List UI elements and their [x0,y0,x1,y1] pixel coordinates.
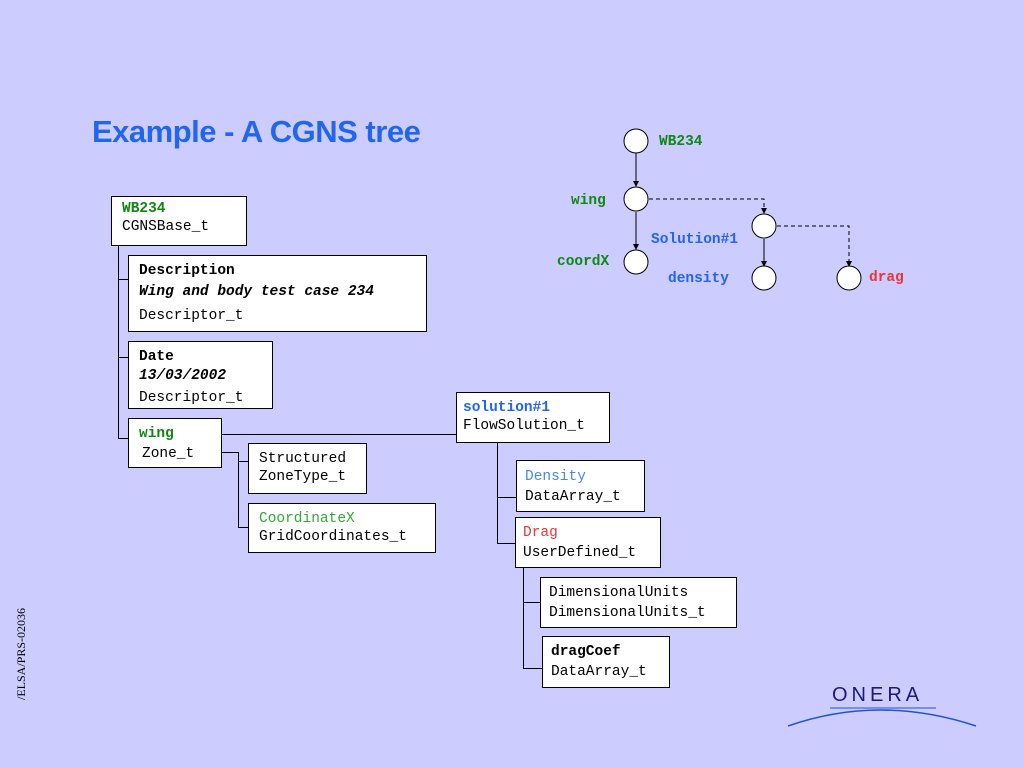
edge-solution-drag [777,225,852,267]
node-density[interactable]: Density DataArray_t [516,460,645,512]
node-value: 13/03/2002 [139,368,227,384]
connector-drag [497,543,515,544]
graph-node-root [623,128,649,154]
connector-base-children [118,258,119,438]
node-dragcoef[interactable]: dragCoef DataArray_t [542,636,670,688]
onera-logo: ONERA [832,684,924,706]
node-type: ZoneType_t [259,469,347,485]
graph-label-root: WB234 [659,134,703,150]
node-type: FlowSolution_t [463,418,585,434]
connector-density [497,497,516,498]
node-type: UserDefined_t [523,545,637,561]
node-date[interactable]: Date 13/03/2002 Descriptor_t [128,341,273,409]
node-name: dragCoef [551,644,621,660]
graph-label-solution: Solution#1 [651,232,739,248]
connector-dimunits [523,602,540,603]
node-description[interactable]: Description Wing and body test case 234 … [128,255,427,332]
node-name: wing [139,426,174,442]
connector-zone-to-children [222,452,238,453]
node-name: Structured [259,451,347,467]
node-type: Descriptor_t [139,308,244,324]
node-name: Description [139,263,235,279]
connector-coords [238,527,248,528]
connector-drag-children [523,568,524,669]
connector-date [118,357,128,358]
node-name: Density [525,469,586,485]
node-base[interactable]: WB234 CGNSBase_t [111,196,247,246]
node-type: CGNSBase_t [122,219,210,235]
connector-description [118,279,128,280]
connector-dragcoef [523,668,542,669]
node-name: solution#1 [463,400,551,416]
graph-node-solution [751,213,777,239]
node-name: Date [139,349,174,365]
graph-label-drag: drag [869,270,904,286]
edge-wing-solution [649,198,767,214]
node-name: DimensionalUnits [549,585,689,601]
graph-node-density [751,265,777,291]
node-type: Zone_t [142,446,195,462]
node-value: Wing and body test case 234 [139,284,374,300]
node-solution[interactable]: solution#1 FlowSolution_t [456,392,610,443]
node-drag[interactable]: Drag UserDefined_t [515,517,661,568]
graph-node-coordx [623,249,649,275]
onera-swoosh [787,709,977,727]
node-type: DimensionalUnits_t [549,605,706,621]
graph-node-wing [623,186,649,212]
page-title: Example - A CGNS tree [92,114,421,149]
connector-zone [118,438,128,439]
side-reference-text: /ELSA/PRS-02036 [14,607,28,700]
node-zone[interactable]: wing Zone_t [128,418,222,468]
connector-zone-solution [222,434,458,435]
graph-label-wing: wing [571,193,606,209]
node-type: DataArray_t [525,489,621,505]
node-name: WB234 [122,201,166,217]
node-name: CoordinateX [259,511,355,527]
node-zonetype[interactable]: Structured ZoneType_t [248,443,367,494]
node-type: GridCoordinates_t [259,529,407,545]
graph-label-coordx: coordX [557,254,610,270]
connector-solution-children [497,443,498,544]
node-type: DataArray_t [551,664,647,680]
node-coords[interactable]: CoordinateX GridCoordinates_t [248,503,436,553]
connector-zonetype [238,461,248,462]
graph-label-density: density [668,271,729,287]
graph-node-drag [836,265,862,291]
connector-zone-children [238,452,239,528]
node-type: Descriptor_t [139,390,244,406]
node-dimunits[interactable]: DimensionalUnits DimensionalUnits_t [540,577,737,628]
node-name: Drag [523,525,558,541]
